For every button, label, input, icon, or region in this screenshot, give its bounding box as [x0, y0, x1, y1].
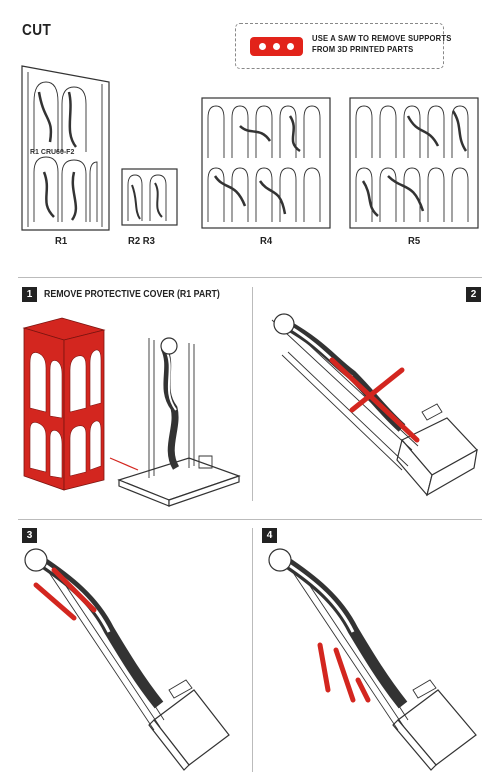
step-4-number: 4 [262, 528, 277, 543]
saw-notice-text: USE A SAW TO REMOVE SUPPORTS FROM 3D PRI… [312, 33, 452, 54]
step-1-illustration [22, 317, 241, 507]
step-2-number: 2 [466, 287, 481, 302]
step-1-title: REMOVE PROTECTIVE COVER (R1 PART) [44, 289, 220, 300]
step-4-illustration [268, 548, 477, 771]
step-3-number: 3 [22, 528, 37, 543]
r1-part-code: R1 CRU60-F2 [30, 149, 74, 156]
step-3-illustration [24, 548, 230, 771]
step-2-illustration [271, 313, 478, 497]
r1-label: R1 [55, 236, 68, 247]
section-divider-middle [18, 519, 482, 520]
r1-part-drawing: R1 CRU60-F2 [21, 65, 110, 231]
r5-label: R5 [408, 236, 421, 247]
saw-notice-icon [250, 37, 303, 56]
r2-r3-label: R2 R3 [128, 236, 155, 247]
step-divider-vertical-2 [252, 528, 253, 772]
step-divider-vertical-1 [252, 287, 253, 501]
section-divider-top [18, 277, 482, 278]
saw-notice: USE A SAW TO REMOVE SUPPORTS FROM 3D PRI… [235, 23, 451, 69]
r4-part-drawing [201, 97, 331, 229]
step-1-number: 1 [22, 287, 37, 302]
page-title: CUT [22, 22, 52, 39]
r2-r3-part-drawing [121, 168, 178, 226]
r5-part-drawing [349, 97, 479, 229]
r4-label: R4 [260, 236, 273, 247]
